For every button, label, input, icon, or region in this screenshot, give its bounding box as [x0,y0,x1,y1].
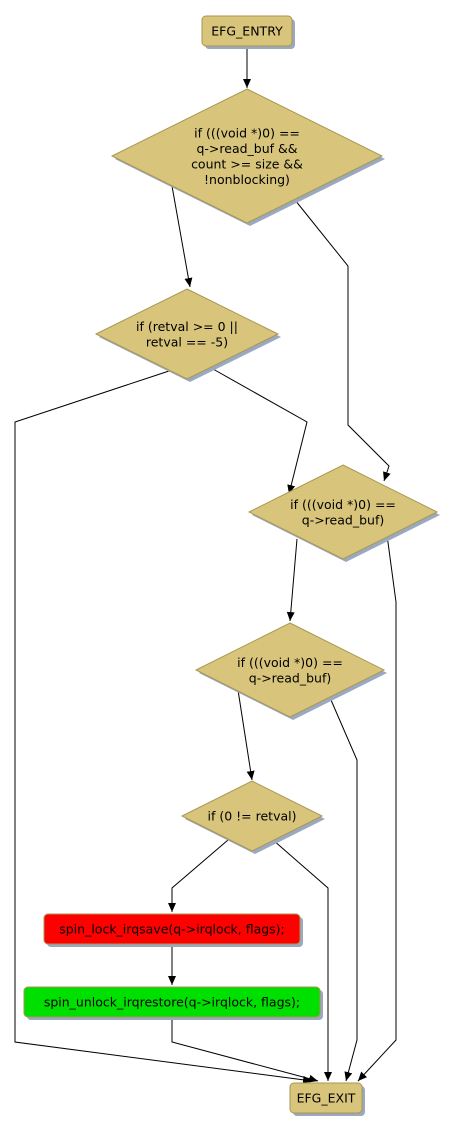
unlock-shape [23,986,321,1018]
node-entry: EFG_ENTRY [201,15,295,49]
exit-shape [289,1082,363,1114]
node-cond4: if (((void *)0) ==q->read_buf) [194,622,387,720]
node-cond3: if (((void *)0) ==q->read_buf) [247,464,440,562]
cond3-label-line: q->read_buf) [302,512,384,527]
edge-cond5-to-exit [272,839,332,1081]
node-unlock: spin_unlock_irqrestore(q->irqlock, flags… [23,986,323,1020]
edges [14,46,397,1084]
edge-cond5-to-lock [168,839,229,912]
lock-shape [43,913,301,945]
entry-label-line: EFG_ENTRY [211,24,283,39]
cond5-shape [180,780,324,852]
node-cond5: if (0 != retval) [180,780,325,854]
node-cond1: if (((void *)0) ==q->read_buf &&count >=… [110,88,385,226]
edge-cond2-to-cond3 [212,368,308,495]
exit-label-line: EFG_EXIT [297,1091,356,1106]
lock-label-line: spin_lock_irqsave(q->irqlock, flags); [59,922,285,937]
cond3-label-line: if (((void *)0) == [290,497,396,512]
cond4-label-line: q->read_buf) [249,670,331,685]
cond4-label-line: if (((void *)0) == [237,655,343,670]
cond1-label-line: !nonblocking) [204,172,290,187]
cond5-label-line: if (0 != retval) [208,809,297,824]
cond2-label-line: if (retval >= 0 || [136,319,238,334]
edge-cond1-to-cond3 [294,199,391,482]
node-exit: EFG_EXIT [289,1082,365,1116]
cond4-shape [194,622,386,718]
edge-cond3-to-exit [357,534,397,1082]
cond1-label-line: q->read_buf && [196,141,297,156]
node-lock: spin_lock_irqsave(q->irqlock, flags); [43,913,303,947]
edge-cond4-to-cond5 [237,689,255,781]
edge-unlock-to-exit [171,1017,319,1083]
edge-cond2-to-exit [14,370,313,1084]
edge-cond4-to-exit [330,699,358,1082]
cond1-shape [110,88,384,224]
entry-shape [201,15,293,47]
cond1-label-line: if (((void *)0) == [194,125,300,140]
edge-cond1-to-cond2 [171,185,193,288]
cond1-label-line: count >= size && [191,156,303,171]
cond3-shape [247,464,439,560]
edge-cond3-to-cond4 [286,538,298,622]
node-cond2: if (retval >= 0 ||retval == -5) [94,288,281,382]
unlock-label-line: spin_unlock_irqrestore(q->irqlock, flags… [44,995,300,1010]
cond2-shape [94,288,280,380]
cond2-label-line: retval == -5) [146,334,228,349]
